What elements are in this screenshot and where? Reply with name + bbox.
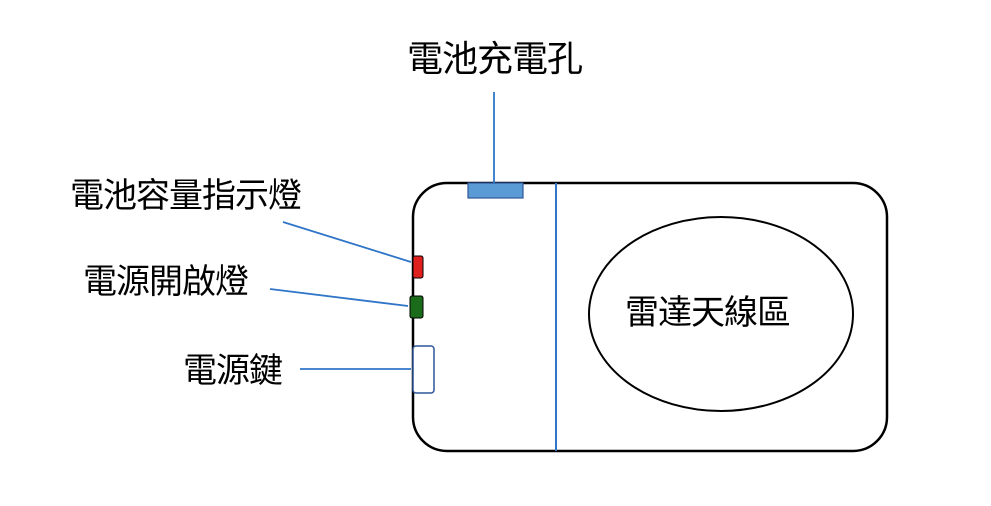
charge-port: [467, 182, 524, 199]
radar-antenna-ellipse: [588, 216, 854, 412]
power-indicator-label: 電源開啟燈: [83, 262, 249, 302]
radar-area-label: 雷達天線區: [625, 293, 791, 333]
battery-indicator-label: 電池容量指示燈: [70, 176, 302, 216]
power-indicator-leader-line: [269, 288, 409, 307]
power-key-label: 電源鍵: [183, 351, 283, 391]
power-indicator-led: [409, 295, 424, 319]
battery-indicator-leader-line: [282, 221, 412, 263]
power-key: [412, 345, 435, 394]
battery-indicator-led: [412, 255, 424, 279]
charge-port-label: 電池充電孔: [407, 39, 583, 80]
